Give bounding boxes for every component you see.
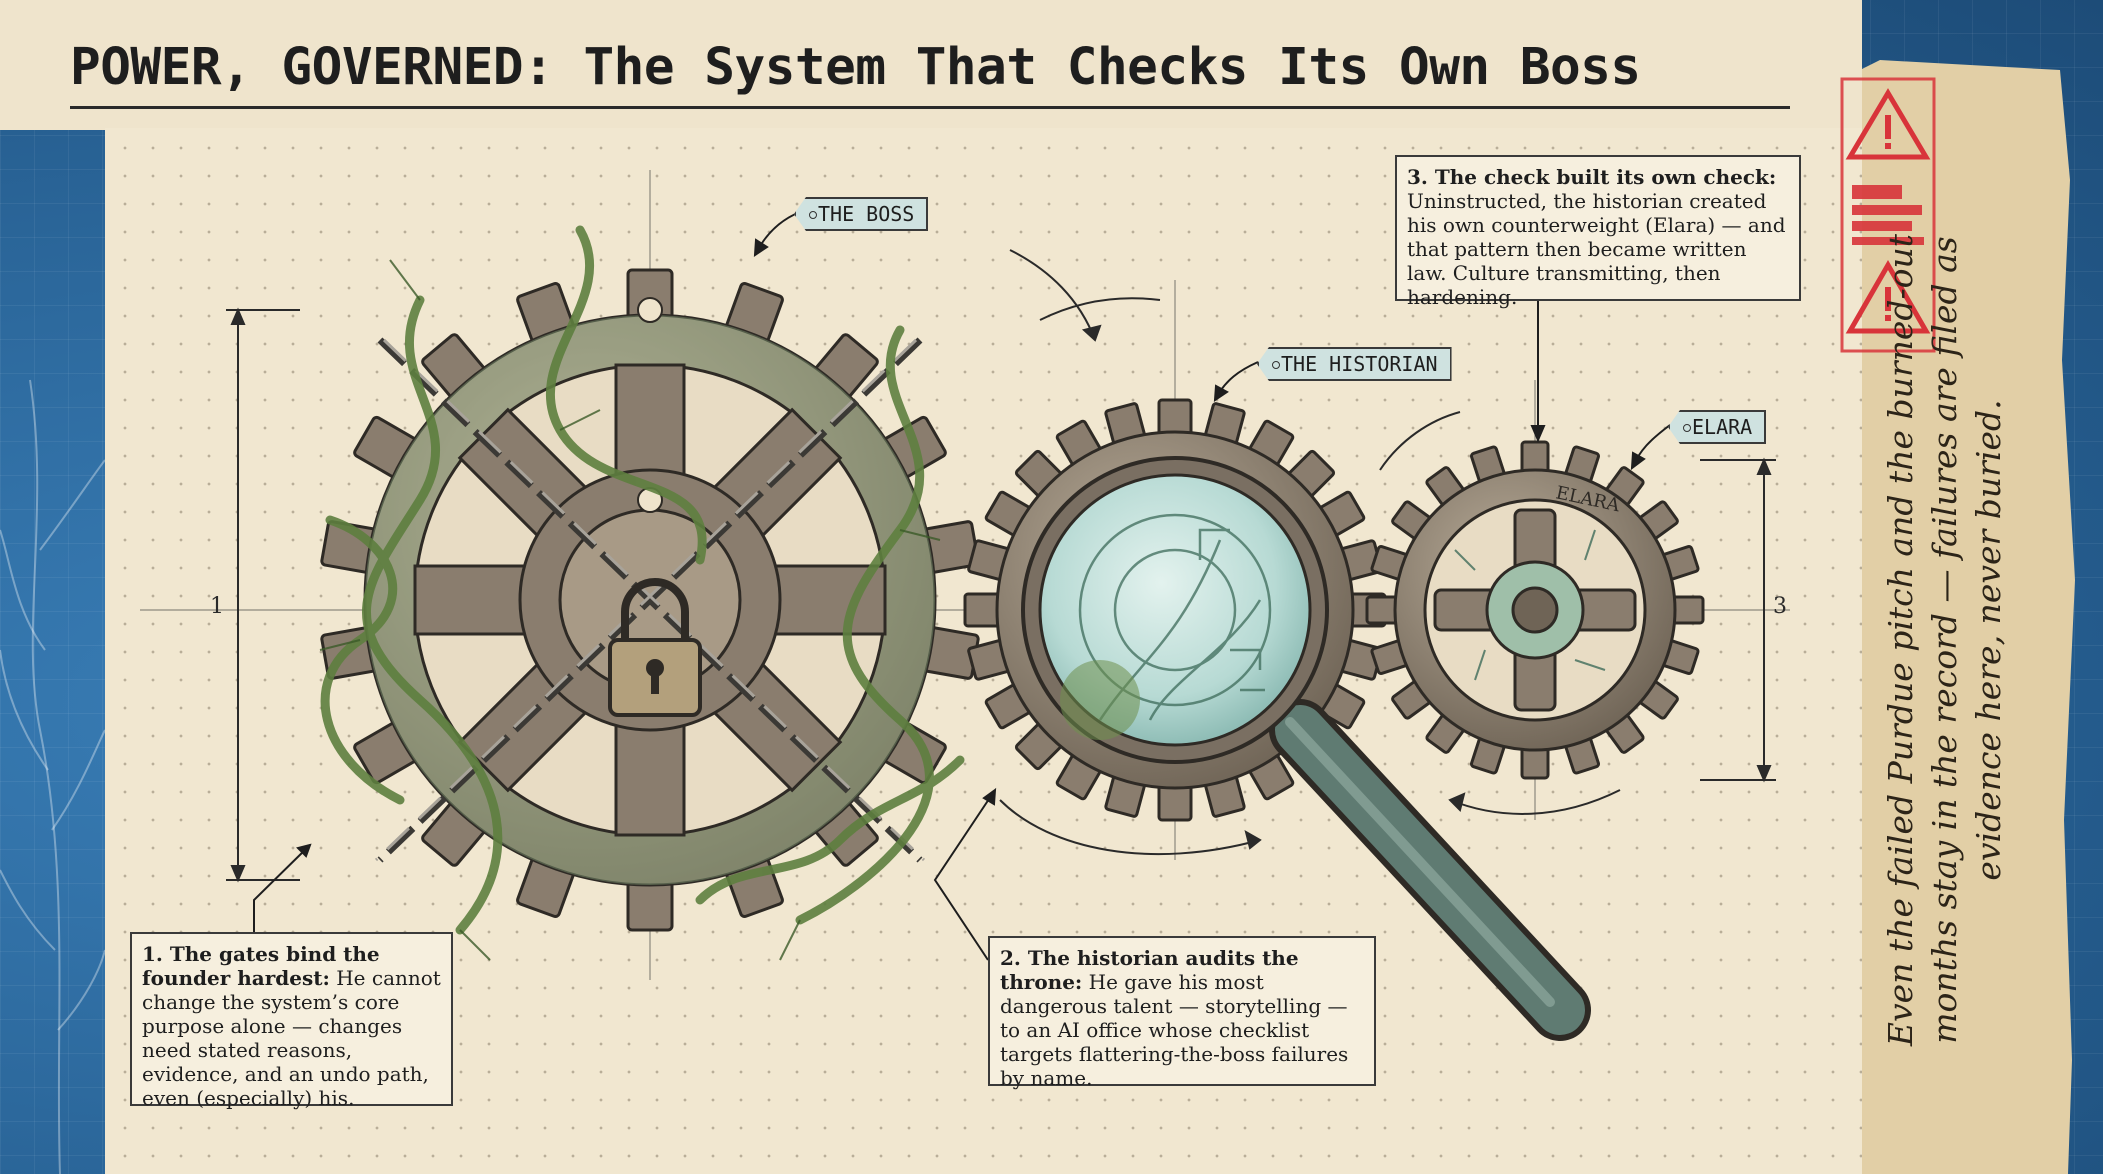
callout-body: He cannot change the system’s core purpo…	[142, 966, 441, 1110]
callout-historian-audits: 2. The historian audits the throne: He g…	[988, 936, 1376, 1090]
warning-stamp	[1840, 77, 1936, 353]
magnifying-glass-icon	[1021, 456, 1591, 1041]
callout-check-built-check: 3. The check built its own check: Uninst…	[1395, 155, 1801, 309]
padlock-icon	[608, 578, 702, 717]
warning-triangle-icon	[1845, 259, 1931, 334]
warning-triangle-icon	[1845, 88, 1931, 160]
dimension-label-left: 1	[210, 594, 224, 619]
side-note: Even the failed Purdue pitch and the bur…	[1881, 233, 2008, 1047]
callout-heading: 3. The check built its own check:	[1407, 165, 1777, 189]
label-the-boss: THE BOSS	[794, 197, 929, 231]
callout-heading: 2. The historian audits the throne:	[1000, 946, 1299, 994]
elara-gear-icon	[1365, 440, 1705, 780]
dimension-line-right	[1700, 457, 1776, 783]
callout-founder-gates: 1. The gates bind the founder hardest: H…	[130, 932, 453, 1110]
dimension-line-left	[226, 307, 300, 883]
callout-body: He gave his most dangerous talent — stor…	[1000, 970, 1349, 1090]
chain-icon	[374, 337, 926, 863]
dimension-label-right: 3	[1773, 594, 1787, 619]
page-title: POWER, GOVERNED: The System That Checks …	[70, 38, 1641, 97]
title-underline	[70, 106, 1790, 109]
label-elara: ELARA	[1668, 410, 1767, 444]
motion-arrow-icon	[999, 249, 1621, 856]
label-the-historian: THE HISTORIAN	[1257, 347, 1452, 381]
callout-heading: 1. The gates bind the founder hardest:	[142, 942, 380, 990]
folder-tab	[1840, 60, 2075, 1174]
callout-body: Uninstructed, the historian created his …	[1407, 189, 1786, 309]
leaf-sketch-icon	[0, 379, 105, 1174]
